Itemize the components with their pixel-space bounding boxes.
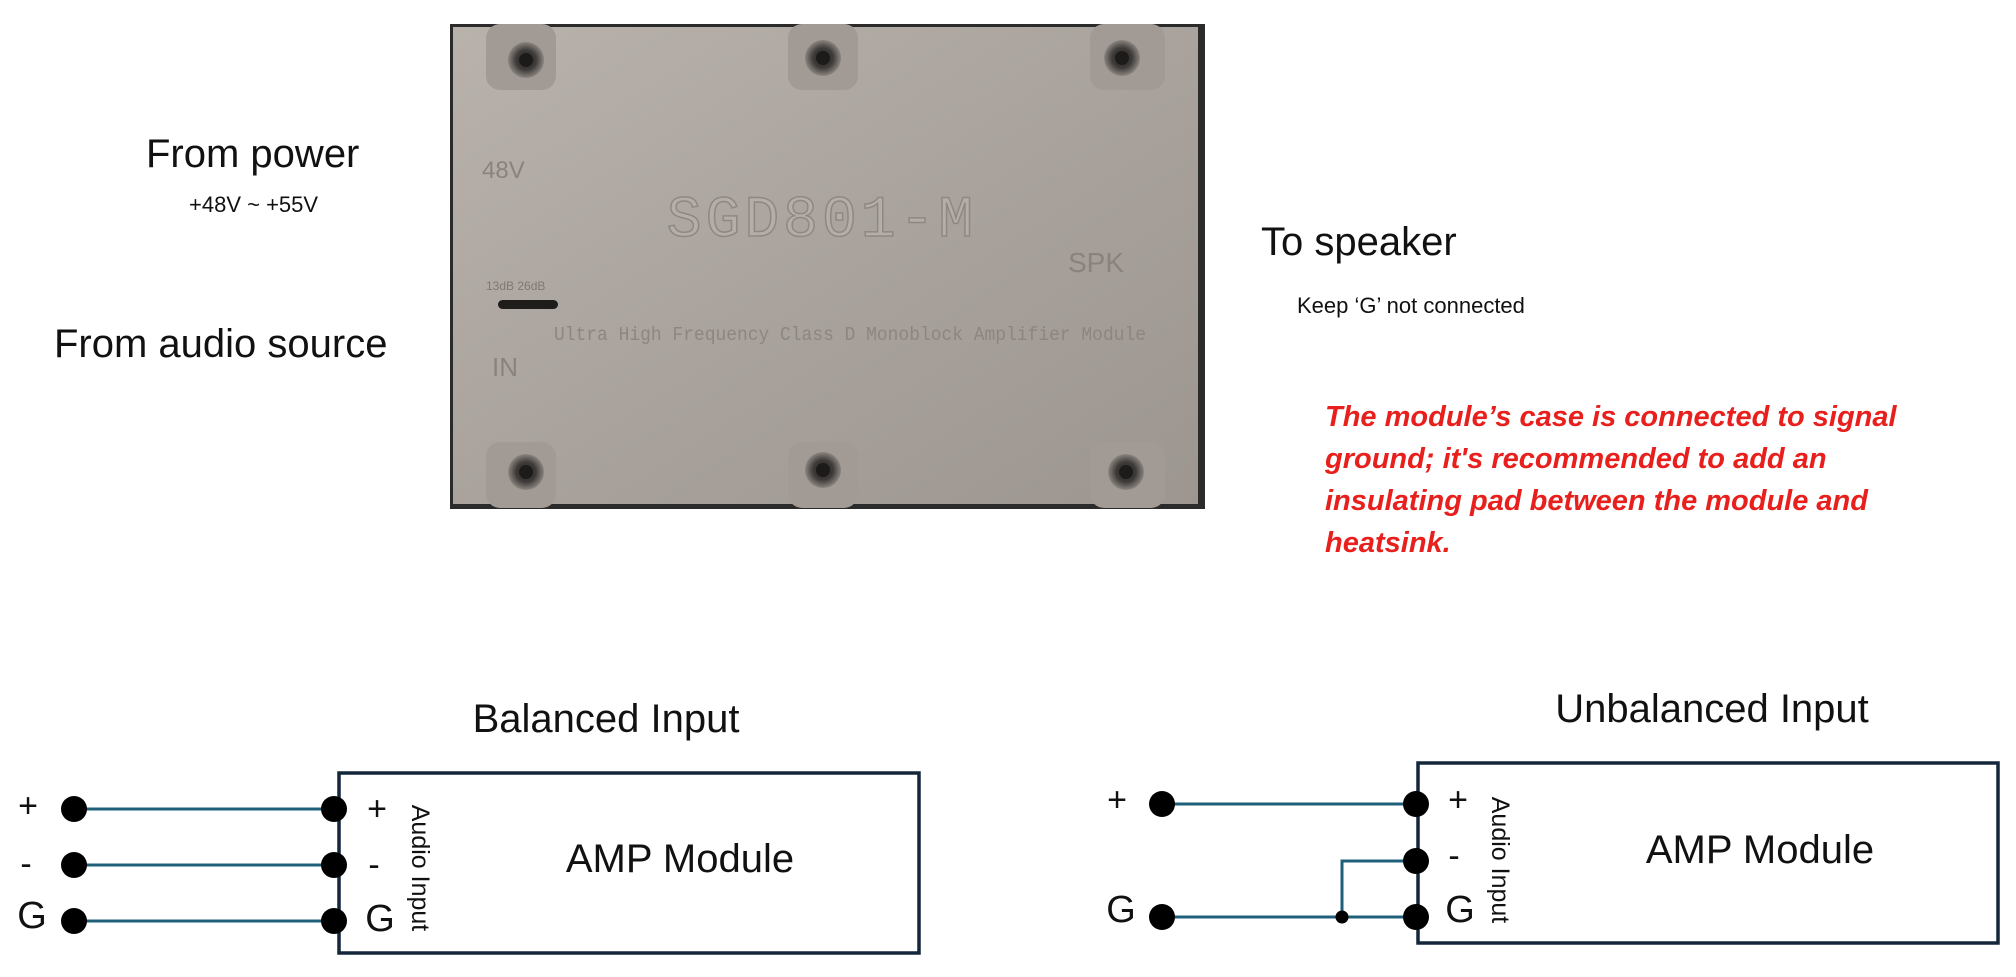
mounting-hole-tc xyxy=(788,24,858,90)
unbalanced-src-ground: G xyxy=(1106,889,1136,931)
pin-48v-marking: 48V xyxy=(482,157,525,184)
from-audio-label: From audio source xyxy=(54,322,388,366)
unbalanced-diagram: Unbalanced Input AMP Module Audio Input … xyxy=(1106,687,2000,945)
unbalanced-src-plus: + xyxy=(1107,781,1127,819)
balanced-wire-ground xyxy=(61,908,347,934)
mounting-hole-tr xyxy=(1090,24,1165,90)
description-marking: Ultra High Frequency Class D Monoblock A… xyxy=(554,324,1146,346)
gain-marking: 13dB 26dB xyxy=(486,279,545,293)
pin-spk-marking: SPK xyxy=(1068,247,1124,278)
balanced-src-plus: + xyxy=(18,787,38,825)
part-number-marking: SGD801-M xyxy=(667,189,977,254)
balanced-title: Balanced Input xyxy=(473,697,740,741)
unbalanced-wire-ground xyxy=(1149,904,1429,930)
unbalanced-mod-ground: G xyxy=(1445,889,1475,931)
to-speaker-label: To speaker xyxy=(1261,220,1457,264)
unbalanced-wire-plus xyxy=(1149,791,1429,817)
unbalanced-amp-label: AMP Module xyxy=(1646,828,1874,872)
pin-in-marking: IN xyxy=(492,352,518,382)
gain-switch xyxy=(498,300,558,309)
balanced-mod-plus: + xyxy=(367,790,387,828)
balanced-mod-ground: G xyxy=(365,898,395,940)
balanced-diagram: Balanced Input AMP Module Audio Input + … xyxy=(17,697,921,955)
unbalanced-mod-minus: - xyxy=(1448,837,1459,875)
balanced-src-minus: - xyxy=(20,845,31,883)
from-power-label: From power xyxy=(146,132,360,176)
keep-g-note: Keep ‘G’ not connected xyxy=(1297,293,1525,318)
balanced-wire-minus xyxy=(61,852,347,878)
insulation-warning: The module’s case is connected to signal… xyxy=(1325,401,1897,559)
unbalanced-audio-input-label: Audio Input xyxy=(1486,797,1514,924)
balanced-amp-label: AMP Module xyxy=(566,837,794,881)
voltage-range-label: +48V ~ +55V xyxy=(189,192,319,217)
balanced-wire-plus xyxy=(61,796,347,822)
unbalanced-minus-to-ground-jumper xyxy=(1335,848,1429,924)
balanced-audio-input-label: Audio Input xyxy=(406,805,434,932)
balanced-src-ground: G xyxy=(17,895,47,937)
unbalanced-mod-plus: + xyxy=(1448,781,1468,819)
amplifier-module-photo: 48V SGD801-M SPK 13dB 26dB Ultra High Fr… xyxy=(450,24,1205,509)
mounting-hole-bc xyxy=(788,442,858,508)
mounting-hole-br xyxy=(1090,442,1165,508)
mounting-hole-bl xyxy=(486,442,556,508)
mounting-hole-tl xyxy=(486,24,556,90)
unbalanced-title: Unbalanced Input xyxy=(1555,687,1869,731)
balanced-mod-minus: - xyxy=(368,846,379,884)
